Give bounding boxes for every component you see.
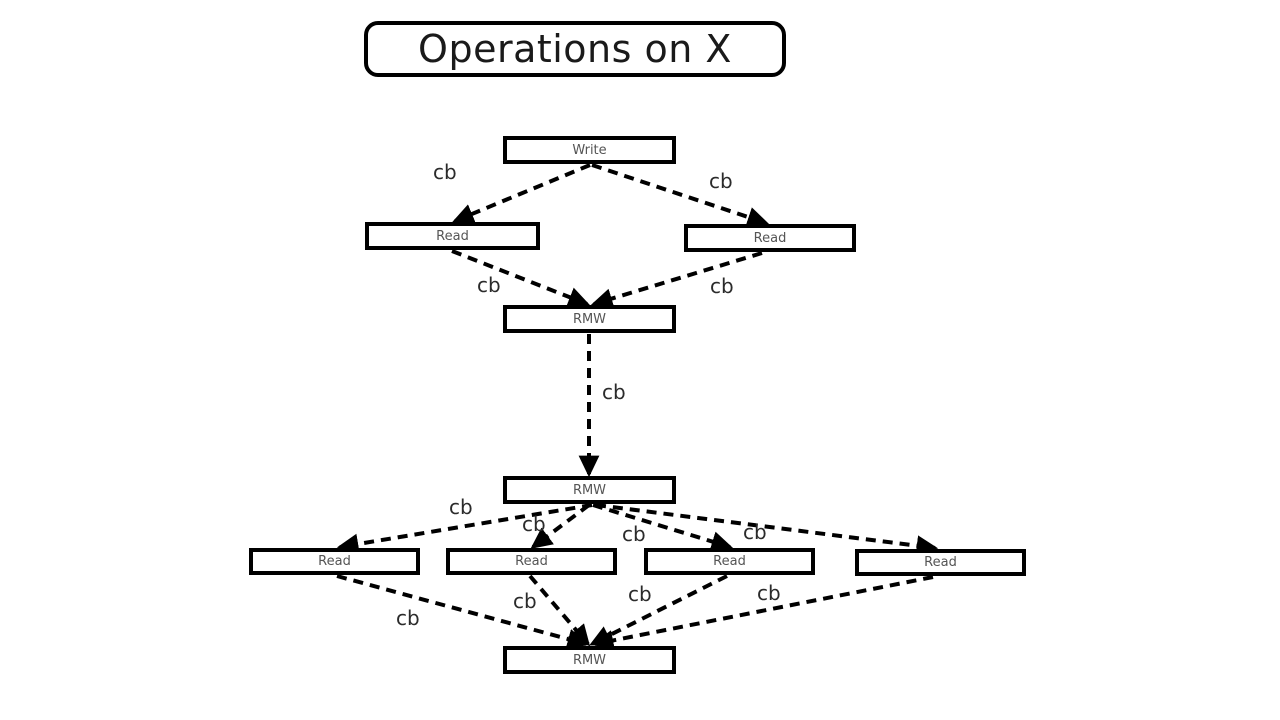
- edge-rmw-2-to-read-5: [592, 503, 734, 552]
- node-read-6[interactable]: Read: [855, 549, 1026, 576]
- node-label: RMW: [572, 482, 607, 498]
- node-label: Read: [753, 230, 787, 246]
- node-read-3[interactable]: Read: [249, 548, 420, 575]
- edge-read-2-to-rmw-1: [590, 251, 763, 309]
- edge-read-5-to-rmw-3: [589, 574, 728, 646]
- edge-read-1-to-rmw-1: [451, 249, 590, 307]
- edge-label-cb: cb: [433, 160, 457, 184]
- node-rmw-3[interactable]: RMW: [503, 646, 676, 674]
- edge-label-cb: cb: [628, 582, 652, 606]
- edge-label-cb: cb: [743, 520, 767, 544]
- node-label: Read: [318, 554, 351, 569]
- edge-label-cb: cb: [709, 169, 733, 193]
- edge-label-cb: cb: [449, 495, 473, 519]
- node-label: RMW: [572, 311, 607, 327]
- node-read-1[interactable]: Read: [365, 222, 540, 250]
- edge-rmw-2-to-read-6: [595, 503, 939, 557]
- edge-read-4-to-rmw-3: [528, 574, 591, 647]
- edge-write-1-to-read-2: [591, 163, 770, 228]
- node-label: Read: [924, 555, 957, 570]
- node-read-2[interactable]: Read: [684, 224, 856, 252]
- diagram-title-box: Operations on X: [364, 21, 786, 77]
- edge-rmw-2-to-read-4: [530, 503, 591, 549]
- edge-write-1-to-read-1: [452, 163, 591, 224]
- node-label: Read: [713, 554, 746, 569]
- edge-label-cb: cb: [602, 380, 626, 404]
- edge-label-cb: cb: [710, 274, 734, 298]
- node-read-5[interactable]: Read: [644, 548, 815, 575]
- edge-label-cb: cb: [522, 512, 546, 536]
- node-rmw-2[interactable]: RMW: [503, 476, 676, 504]
- node-label: RMW: [572, 652, 607, 668]
- node-label: Read: [436, 228, 469, 244]
- edge-label-cb: cb: [396, 606, 420, 630]
- node-label: Write: [572, 142, 607, 158]
- edge-read-3-to-rmw-3: [336, 574, 590, 650]
- edge-label-cb: cb: [477, 273, 501, 297]
- edge-rmw-2-to-read-3: [336, 503, 593, 555]
- edge-label-cb: cb: [513, 589, 537, 613]
- edge-label-cb: cb: [622, 522, 646, 546]
- page-title: Operations on X: [418, 27, 732, 71]
- edge-read-6-to-rmw-3: [591, 575, 934, 651]
- node-read-4[interactable]: Read: [446, 548, 617, 575]
- node-label: Read: [515, 554, 548, 569]
- node-write-1[interactable]: Write: [503, 136, 676, 164]
- node-rmw-1[interactable]: RMW: [503, 305, 676, 333]
- edge-label-cb: cb: [757, 581, 781, 605]
